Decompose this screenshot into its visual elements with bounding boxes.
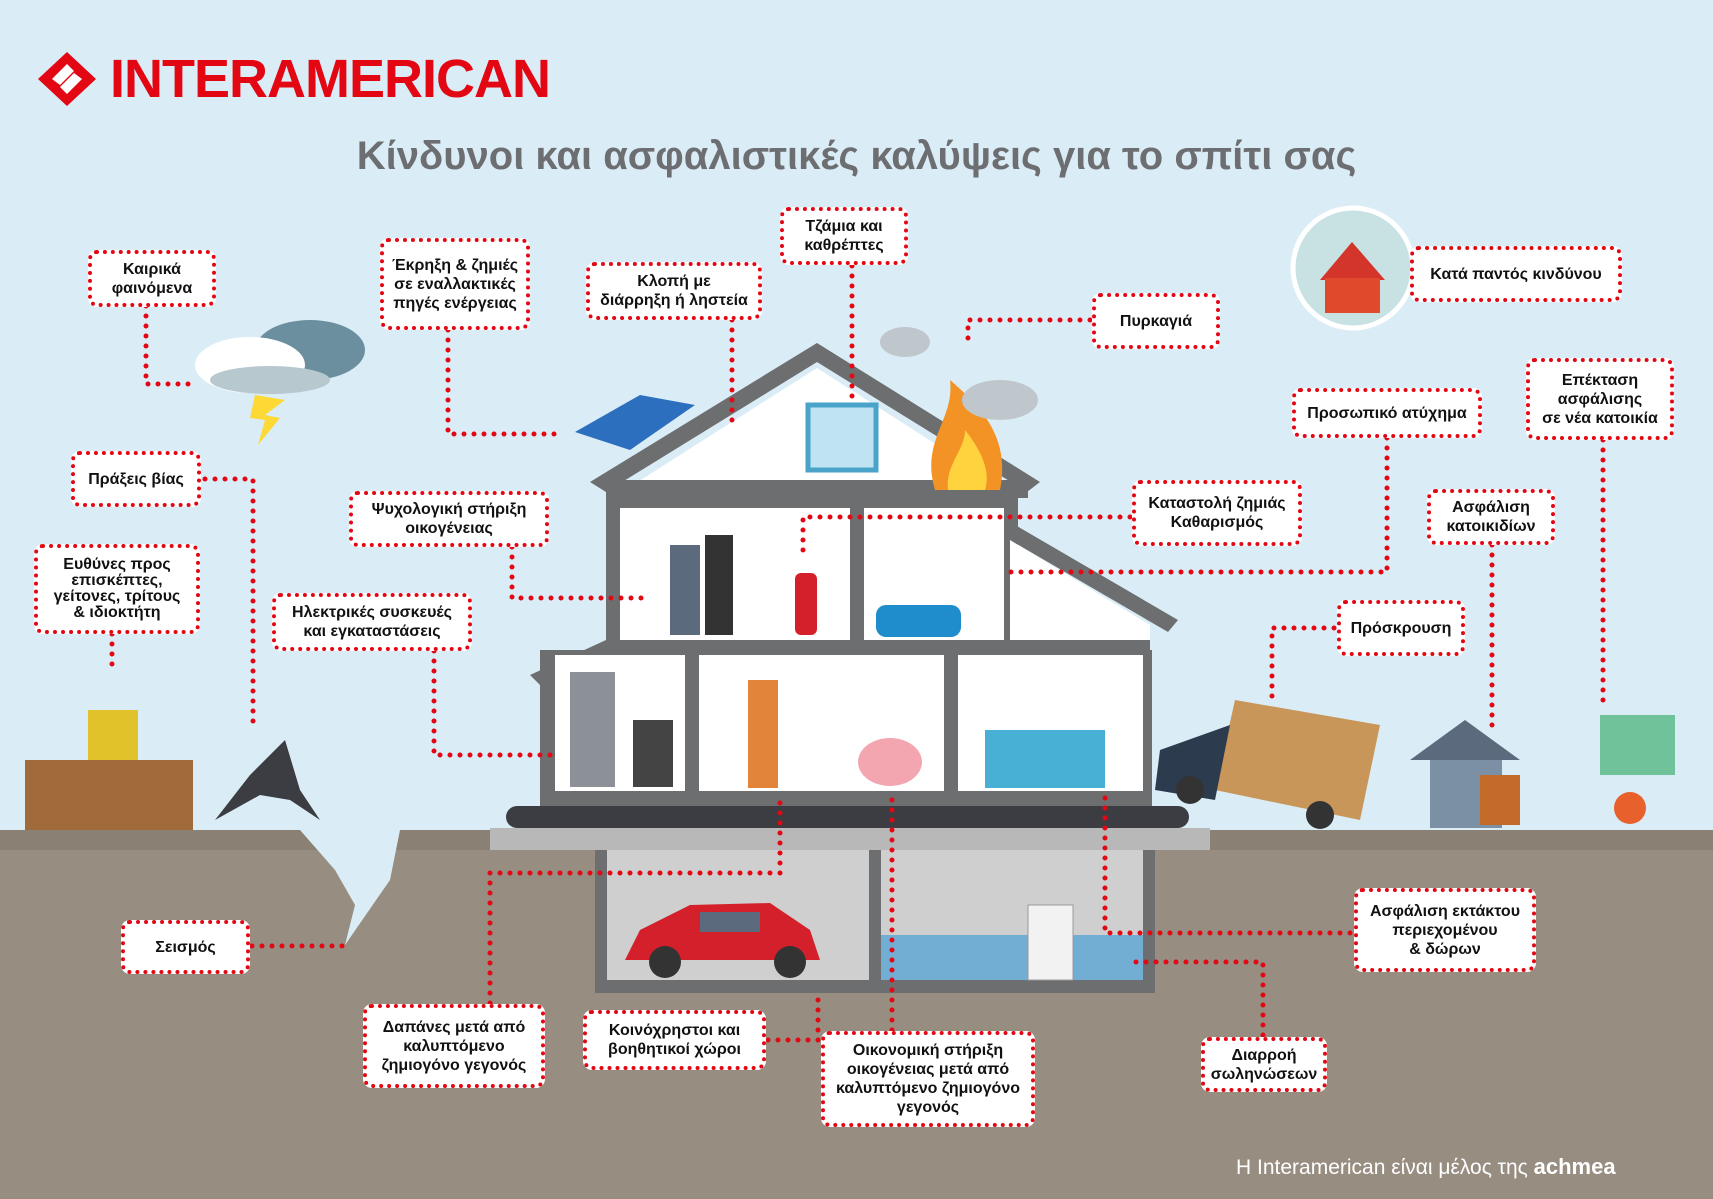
label-personal-accident: Προσωπικό ατύχημα: [1292, 388, 1482, 438]
fire-extinguisher-icon: [795, 573, 817, 635]
connector-electrical: [431, 648, 563, 758]
label-collision: Πρόσκρουση: [1337, 600, 1465, 656]
label-earthquake: Σεισμός: [121, 920, 250, 974]
connector-psych: [509, 544, 653, 601]
connector-damage: [800, 514, 1133, 563]
interamerican-logo: INTERAMERICAN: [36, 48, 551, 110]
boxes-icon: [748, 680, 778, 788]
neighbor-icon: [88, 710, 138, 760]
gifts-icon: [985, 730, 1105, 788]
label-psych-support: Ψυχολογική στήριξη οικογένειας: [349, 491, 549, 547]
interamerican-logo-icon: [38, 52, 96, 106]
fire-icon: [931, 380, 1003, 490]
label-electrical: Ηλεκτρικές συσκευές και εγκαταστάσεις: [272, 593, 472, 651]
label-financial-support: Οικονομική στήριξη οικογένειας μετά από …: [821, 1031, 1035, 1127]
piggy-bank-icon: [858, 738, 922, 786]
storm-cloud-icon: [195, 320, 365, 445]
connector-fire: [965, 317, 1093, 348]
hand-truck-icon: [1600, 715, 1675, 824]
connector-explosion: [445, 327, 558, 437]
rioter-icon: [215, 740, 320, 820]
house-slab: [506, 806, 1189, 828]
connector-contents: [1102, 792, 1353, 936]
label-pets: Ασφάλιση κατοικιδίων: [1427, 489, 1555, 545]
label-explosion: Έκρηξη & ζημιές σε εναλλακτικές πηγές εν…: [380, 238, 530, 330]
flood-water: [881, 935, 1143, 980]
label-liability: Ευθύνες προς επισκέπτες, γείτονες, τρίτο…: [34, 544, 200, 634]
label-weather: Καιρικά φαινόμενα: [88, 250, 216, 307]
connector-common: [765, 992, 821, 1043]
annex-roof: [1010, 522, 1178, 632]
label-glass: Τζάμια και καθρέπτες: [780, 207, 908, 265]
connectors: [109, 263, 1606, 1043]
achmea-logo: achmea: [1533, 1154, 1616, 1179]
label-violence: Πράξεις βίας: [71, 451, 201, 507]
refrigerator-icon: [570, 672, 615, 787]
window-icon: [805, 402, 879, 473]
oven-icon: [633, 720, 673, 787]
attic-wall: [606, 480, 1028, 498]
footer-text: Η Interamerican είναι μέλος της: [1236, 1156, 1528, 1179]
label-expenses: Δαπάνες μετά από καλυπτόμενο ζημιογόνο γ…: [363, 1004, 545, 1088]
family-icon: [670, 535, 733, 635]
earthquake-crack: [300, 830, 400, 945]
label-common-areas: Κοινόχρηστοι και βοηθητικοί χώροι: [583, 1010, 766, 1070]
label-theft: Κλοπή με διάρρηξη ή ληστεία: [586, 262, 762, 320]
connector-expenses: [487, 792, 783, 1006]
label-fire: Πυρκαγιά: [1092, 293, 1220, 349]
bathtub-icon: [876, 605, 961, 637]
brand-name: INTERAMERICAN: [110, 49, 551, 109]
water-heater-icon: [1027, 904, 1074, 981]
connector-leak: [1127, 959, 1266, 1038]
dog-icon: [1480, 775, 1520, 825]
connector-weather: [143, 303, 193, 387]
sidewalk: [490, 828, 1210, 850]
label-all-risks: Κατά παντός κινδύνου: [1410, 246, 1622, 302]
car-icon: [625, 903, 820, 978]
connector-collision: [1269, 625, 1337, 703]
doghouse-icon: [1410, 720, 1520, 828]
page-title: Κίνδυνοι και ασφαλιστικές καλύψεις για τ…: [356, 134, 1357, 178]
annex-room: [1010, 540, 1150, 640]
fence-icon: [25, 760, 193, 830]
label-contents: Ασφάλιση εκτάκτου περιεχομένου & δώρων: [1354, 888, 1536, 972]
all-risks-emblem-icon: [1290, 205, 1416, 331]
label-damage-cleaning: Καταστολή ζημιάς Καθαρισμός: [1132, 480, 1302, 546]
label-extension: Επέκταση ασφάλισης σε νέα κατοικία: [1526, 358, 1674, 440]
solar-panel-icon: [575, 395, 695, 450]
label-pipe-leak: Διαρροή σωληνώσεων: [1201, 1037, 1327, 1092]
footer: Η Interamerican είναι μέλος της achmea: [1236, 1154, 1616, 1180]
truck-icon: [1155, 700, 1380, 829]
smoke-cloud-icon: [880, 327, 1038, 420]
connector-violence: [202, 476, 256, 733]
